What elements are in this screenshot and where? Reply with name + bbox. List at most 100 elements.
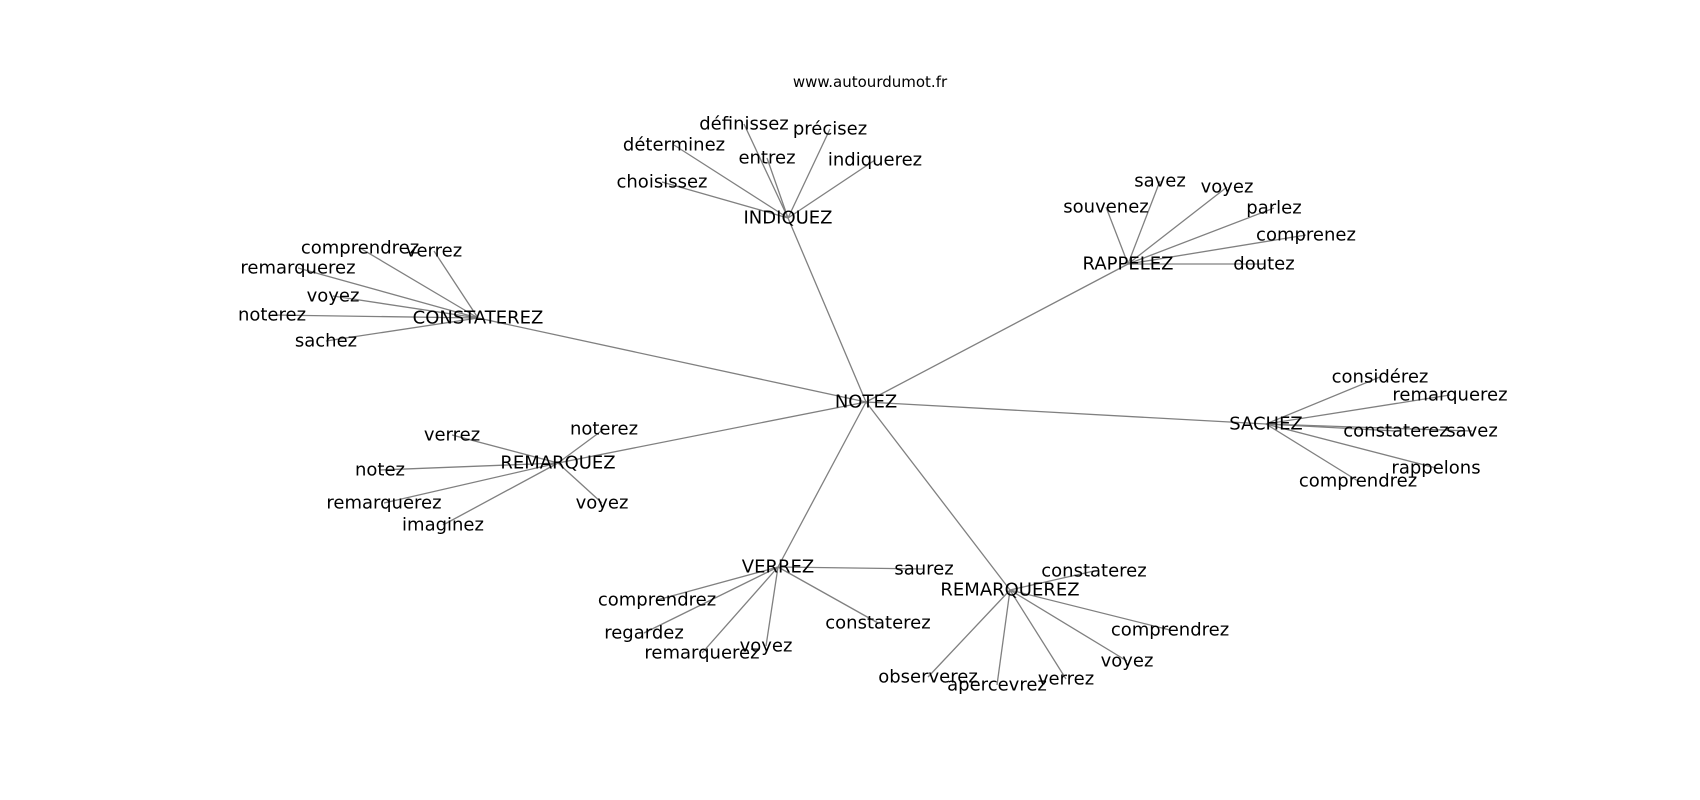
edge-hub-leaf bbox=[1265, 423, 1437, 469]
leaf-node: souvenez bbox=[1063, 197, 1148, 218]
edge-hub-leaf bbox=[383, 462, 559, 504]
leaf-node: regardez bbox=[604, 623, 684, 644]
edge-hub-leaf bbox=[1265, 423, 1473, 432]
hub-node: CONSTATEREZ bbox=[413, 308, 544, 329]
leaf-node: voyez bbox=[1201, 177, 1254, 198]
edge-hub-leaf bbox=[1105, 206, 1129, 265]
edge-hub-leaf bbox=[297, 267, 479, 319]
center-node: NOTEZ bbox=[835, 392, 897, 413]
edge-hub-leaf bbox=[787, 128, 831, 219]
leaf-node: comprenez bbox=[1256, 225, 1356, 246]
leaf-node: remarquerez bbox=[240, 258, 355, 279]
edge-hub-leaf bbox=[271, 314, 479, 319]
edge-hub-leaf bbox=[442, 462, 559, 526]
leaf-node: savez bbox=[1446, 421, 1498, 442]
leaf-node: noterez bbox=[238, 305, 306, 326]
source-url: www.autourdumot.fr bbox=[793, 73, 948, 91]
leaf-node: savez bbox=[1134, 171, 1186, 192]
edge-hub-leaf bbox=[1009, 589, 1171, 631]
edge-hub-leaf bbox=[673, 144, 789, 219]
leaf-node: imaginez bbox=[402, 515, 484, 536]
edge-hub-leaf bbox=[643, 566, 779, 634]
leaf-node: précisez bbox=[793, 119, 867, 140]
edge-hub-leaf bbox=[1127, 186, 1228, 265]
hub-node: SACHEZ bbox=[1229, 414, 1303, 435]
edge-hub-leaf bbox=[1127, 234, 1307, 265]
edge-hub-leaf bbox=[433, 250, 479, 319]
leaf-node: remarquerez bbox=[326, 493, 441, 514]
leaf-node: voyez bbox=[307, 286, 360, 307]
leaf-node: rappelons bbox=[1391, 458, 1480, 479]
edge-hub-leaf bbox=[777, 566, 879, 624]
edge-hub-leaf bbox=[451, 434, 559, 464]
leaf-node: constaterez bbox=[1343, 421, 1448, 442]
leaf-node: comprendrez bbox=[1299, 471, 1417, 492]
edge-center-hub bbox=[865, 263, 1129, 403]
leaf-node: constaterez bbox=[825, 613, 930, 634]
edge-hub-leaf bbox=[996, 589, 1011, 686]
edge-hub-leaf bbox=[1265, 423, 1359, 482]
edge-hub-leaf bbox=[701, 566, 779, 654]
edge-hub-leaf bbox=[325, 317, 479, 342]
leaf-node: sachez bbox=[295, 331, 357, 352]
edge-hub-leaf bbox=[743, 123, 789, 219]
edge-hub-leaf bbox=[1009, 589, 1067, 680]
leaf-node: verrez bbox=[424, 425, 480, 446]
leaf-node: remarquerez bbox=[1392, 385, 1507, 406]
edge-hub-leaf bbox=[765, 566, 779, 647]
edge-hub-leaf bbox=[661, 181, 789, 219]
edge-hub-leaf bbox=[1265, 376, 1381, 425]
leaf-node: noterez bbox=[570, 419, 638, 440]
edge-hub-leaf bbox=[1127, 207, 1275, 265]
leaf-node: définissez bbox=[699, 114, 789, 135]
hub-node: INDIQUEZ bbox=[744, 208, 833, 229]
leaf-node: indiquerez bbox=[828, 150, 922, 171]
leaf-node: comprendrez bbox=[301, 238, 419, 259]
leaf-node: verrez bbox=[406, 241, 462, 262]
leaf-node: entrez bbox=[738, 148, 795, 169]
edge-hub-leaf bbox=[557, 428, 605, 464]
edge-hub-leaf bbox=[332, 295, 479, 319]
leaf-node: voyez bbox=[576, 493, 629, 514]
leaf-node: observerez bbox=[878, 667, 978, 688]
edge-hub-leaf bbox=[927, 589, 1011, 678]
leaf-node: voyez bbox=[1101, 651, 1154, 672]
edge-center-hub bbox=[865, 401, 1267, 425]
hub-node: VERREZ bbox=[742, 557, 814, 578]
leaf-node: parlez bbox=[1246, 198, 1301, 219]
edge-hub-leaf bbox=[787, 159, 876, 219]
edge-hub-leaf bbox=[1265, 394, 1451, 425]
edge-hub-leaf bbox=[656, 566, 779, 601]
leaf-node: constaterez bbox=[1041, 561, 1146, 582]
leaf-node: saurez bbox=[894, 559, 953, 580]
edge-hub-leaf bbox=[1009, 589, 1128, 662]
edge-center-hub bbox=[865, 401, 1011, 591]
edge-center-hub bbox=[557, 401, 867, 464]
graph-edges bbox=[271, 123, 1473, 686]
edge-center-hub bbox=[787, 217, 867, 403]
edge-center-hub bbox=[777, 401, 867, 568]
edge-hub-leaf bbox=[557, 462, 603, 504]
edge-hub-leaf bbox=[379, 462, 559, 471]
edge-hub-leaf bbox=[777, 566, 925, 570]
edge-hub-leaf bbox=[359, 247, 479, 319]
leaf-node: considérez bbox=[1332, 367, 1429, 388]
edge-center-hub bbox=[477, 317, 867, 403]
edge-hub-leaf bbox=[1127, 180, 1161, 265]
leaf-node: voyez bbox=[740, 636, 793, 657]
hub-node: RAPPELEZ bbox=[1083, 254, 1174, 275]
leaf-node: remarquerez bbox=[644, 643, 759, 664]
leaf-node: comprendrez bbox=[598, 590, 716, 611]
edge-hub-leaf bbox=[766, 157, 789, 219]
hub-node: REMARQUEREZ bbox=[940, 580, 1079, 601]
leaf-node: notez bbox=[355, 460, 405, 481]
leaf-node: choisissez bbox=[617, 172, 708, 193]
leaf-node: comprendrez bbox=[1111, 620, 1229, 641]
leaf-node: doutez bbox=[1233, 254, 1294, 275]
leaf-node: apercevrez bbox=[947, 675, 1047, 696]
graph-labels: www.autourdumot.fr NOTEZ INDIQUEZ définiss… bbox=[238, 73, 1508, 696]
leaf-node: déterminez bbox=[623, 135, 725, 156]
edge-hub-leaf bbox=[1009, 570, 1095, 591]
leaf-node: verrez bbox=[1038, 669, 1094, 690]
